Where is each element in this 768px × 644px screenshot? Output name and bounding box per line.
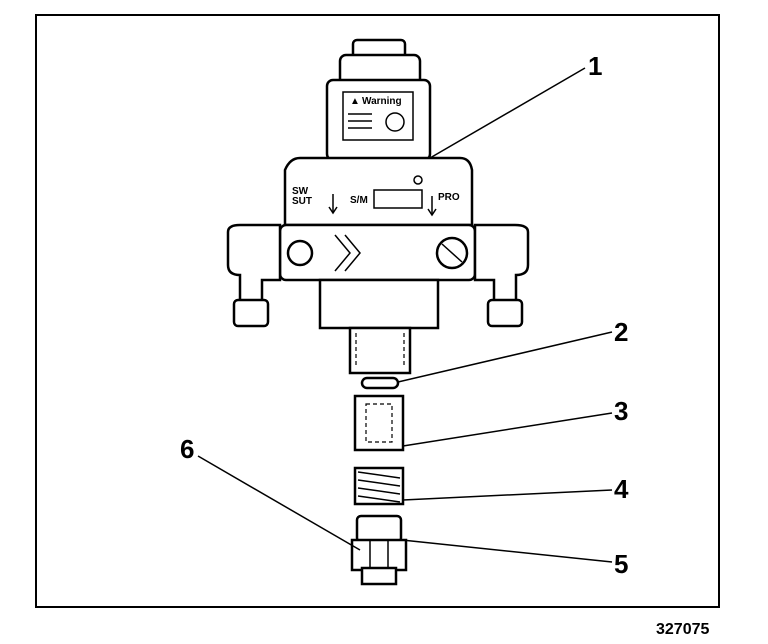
arrow-left-head xyxy=(328,206,338,215)
figure-id: 327075 xyxy=(656,621,709,638)
spring-coil xyxy=(357,479,401,487)
warning-label-text: Warning xyxy=(362,96,402,107)
fitting-tail xyxy=(360,566,398,586)
valve-assembly: ▲ Warning SW SUT S/M PRO xyxy=(226,38,530,375)
fitting-chevron xyxy=(344,234,361,272)
spring-coil xyxy=(357,471,401,479)
pro-mark: PRO xyxy=(438,192,460,203)
vent-hole xyxy=(413,175,423,185)
callout-2: 2 xyxy=(614,317,628,347)
threaded-stem xyxy=(348,326,412,375)
callout-5: 5 xyxy=(614,549,628,579)
dial-icon xyxy=(385,112,405,132)
leader-line-5 xyxy=(401,539,613,563)
filter xyxy=(353,394,405,452)
body-flange xyxy=(283,156,474,227)
spring-coil xyxy=(357,495,401,503)
o-ring xyxy=(360,376,400,390)
filter-mesh xyxy=(365,403,393,443)
sut-mark: SUT xyxy=(292,196,312,207)
right-elbow xyxy=(473,223,530,322)
fitting xyxy=(350,514,408,586)
fitting-cap xyxy=(355,514,403,544)
sw-mark: SW xyxy=(292,186,309,197)
callout-4: 4 xyxy=(614,474,629,504)
callout-3: 3 xyxy=(614,396,628,426)
left-port xyxy=(286,239,314,267)
warning-label xyxy=(342,91,414,141)
lower-hex xyxy=(318,278,440,330)
callout-1: 1 xyxy=(588,51,602,81)
leader-line-3 xyxy=(402,412,613,447)
leader-line-2 xyxy=(397,331,613,383)
leader-line-6 xyxy=(197,455,361,551)
left-elbow-end xyxy=(232,298,270,328)
spring-coil xyxy=(357,487,401,495)
fitting-chevron xyxy=(334,234,351,272)
arrow-right-head xyxy=(427,208,437,217)
callout-6: 6 xyxy=(180,434,194,464)
diagram-frame xyxy=(35,14,720,608)
leader-line-1 xyxy=(429,67,586,159)
sm-mark: S/M xyxy=(350,195,368,206)
warning-triangle-icon: ▲ xyxy=(350,96,360,107)
screw-slot xyxy=(441,243,463,263)
fitting-hex xyxy=(350,538,408,572)
selector-window xyxy=(373,189,423,209)
spring xyxy=(353,466,405,506)
right-elbow-end xyxy=(486,298,524,328)
leader-line-4 xyxy=(402,489,613,501)
